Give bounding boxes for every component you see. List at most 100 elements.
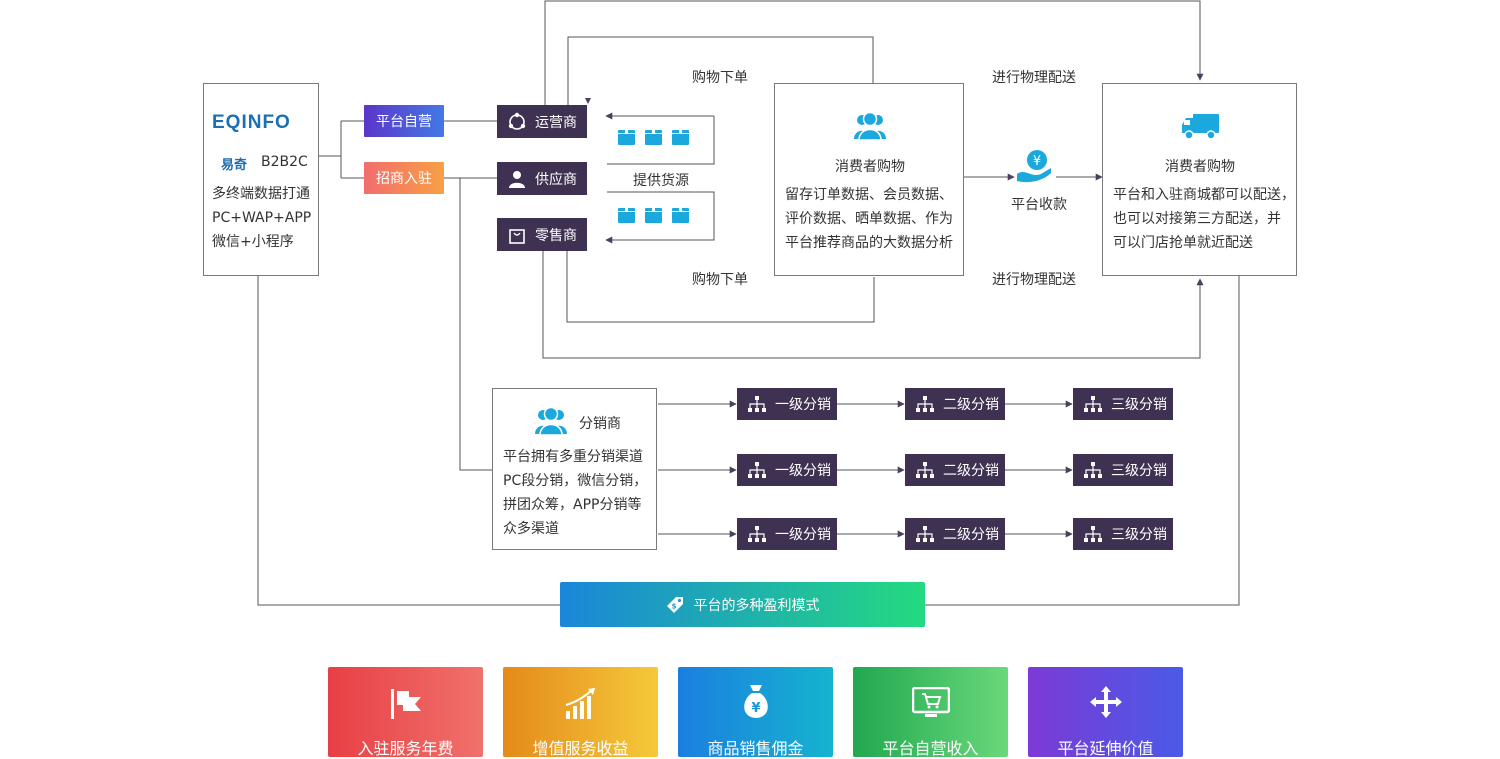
monitor-cart-icon [911,686,950,723]
consumer-center-title: 消费者购物 [835,159,905,175]
svg-text:¥: ¥ [751,701,760,716]
delivery-label-bottom: 进行物理配送 [992,272,1076,288]
person-icon [505,167,529,191]
box-icon [618,208,635,223]
description-line: 留存订单数据、会员数据、 [785,187,953,203]
expand-arrows-icon [1089,685,1123,723]
distribution-level-label: 一级分销 [775,397,831,413]
distribution-level-label: 三级分销 [1111,397,1167,413]
flag-icon [389,687,423,723]
box-icon [645,130,662,145]
svg-text:¥: ¥ [1033,154,1041,169]
delivery-label-top: 进行物理配送 [992,70,1076,86]
distribution-level-2[interactable]: 二级分销 [905,388,1005,420]
hierarchy-icon [745,392,769,416]
self-operated-pill[interactable]: 平台自营 [364,105,444,137]
box-icon [672,208,689,223]
cycle-icon [505,110,529,134]
description-line: PC段分销，微信分销， [503,473,648,489]
description-line: 平台和入驻商城都可以配送， [1113,187,1295,203]
hierarchy-icon [745,522,769,546]
hierarchy-icon [745,458,769,482]
profit-card-entry-fee[interactable]: 入驻服务年费 [328,667,483,758]
description-line: 也可以对接第三方配送，并 [1113,211,1281,227]
consumer-center-description: 留存订单数据、会员数据、 评价数据、晒单数据、作为 平台推荐商品的大数据分析 [785,183,953,255]
profit-banner[interactable]: $ 平台的多种盈利模式 [560,582,925,627]
consumer-right-title: 消费者购物 [1165,159,1235,175]
hierarchy-icon [913,392,937,416]
hierarchy-icon [1081,522,1105,546]
distribution-level-2[interactable]: 二级分销 [905,454,1005,486]
merchant-entry-pill[interactable]: 招商入驻 [364,162,444,194]
svg-text:$: $ [671,602,676,610]
description-line: 平台推荐商品的大数据分析 [785,235,953,251]
users-icon [853,111,887,145]
distribution-level-label: 三级分销 [1111,463,1167,479]
hierarchy-icon [913,458,937,482]
description-line: 众多渠道 [503,521,559,537]
shopping-bag-icon [505,223,529,247]
distributor-title: 分销商 [579,416,621,432]
distributor-box: 分销商 平台拥有多重分销渠道 PC段分销，微信分销， 拼团众筹，APP分销等 众… [492,388,657,550]
distribution-level-1[interactable]: 一级分销 [737,454,837,486]
profit-card-label: 平台延伸价值 [1057,739,1154,758]
distribution-level-label: 一级分销 [775,463,831,479]
brand-model: B2B2C [261,154,308,170]
description-line: 评价数据、晒单数据、作为 [785,211,953,227]
profit-card-extension[interactable]: 平台延伸价值 [1028,667,1183,758]
distribution-level-2[interactable]: 二级分销 [905,518,1005,550]
role-retailer-label: 零售商 [535,227,577,244]
money-bag-icon: ¥ [740,683,772,723]
profit-card-label: 增值服务收益 [532,739,629,758]
profit-card-label: 平台自营收入 [882,739,979,758]
distribution-level-label: 二级分销 [943,463,999,479]
profit-card-self-operated[interactable]: 平台自营收入 [853,667,1008,758]
order-label-bottom: 购物下单 [692,272,748,288]
price-tag-icon: $ [666,596,684,614]
consumer-right-description: 平台和入驻商城都可以配送， 也可以对接第三方配送，并 可以门店抢单就近配送 [1113,183,1295,255]
description-line: 拼团众筹，APP分销等 [503,497,642,513]
consumer-right-box: 消费者购物 平台和入驻商城都可以配送， 也可以对接第三方配送，并 可以门店抢单就… [1102,83,1297,276]
consumer-center-box: 消费者购物 留存订单数据、会员数据、 评价数据、晒单数据、作为 平台推荐商品的大… [774,83,964,276]
box-icon [618,130,635,145]
role-operator-label: 运营商 [535,114,577,131]
brand-line: 多终端数据打通 [212,186,310,202]
box-icon [645,208,662,223]
brand-line: PC+WAP+APP [212,210,312,226]
brand-description: 多终端数据打通 PC+WAP+APP 微信+小程序 [212,182,311,254]
role-retailer[interactable]: 零售商 [497,218,587,251]
distribution-level-3[interactable]: 三级分销 [1073,454,1173,486]
brand-sub-name: 易奇 [221,158,248,173]
profit-card-value-added[interactable]: 增值服务收益 [503,667,658,758]
distribution-level-label: 三级分销 [1111,527,1167,543]
profit-card-commission[interactable]: ¥ 商品销售佣金 [678,667,833,758]
profit-card-label: 商品销售佣金 [707,739,804,758]
hierarchy-icon [1081,458,1105,482]
distribution-level-1[interactable]: 一级分销 [737,388,837,420]
order-label-top: 购物下单 [692,70,748,86]
distributor-description: 平台拥有多重分销渠道 PC段分销，微信分销， 拼团众筹，APP分销等 众多渠道 [503,445,647,541]
description-line: 可以门店抢单就近配送 [1113,235,1253,251]
role-supplier[interactable]: 供应商 [497,162,587,195]
distribution-level-label: 一级分销 [775,527,831,543]
payment-hand-icon: ¥ [1015,148,1055,184]
brand-box: EQINFO 易奇 B2B2C 多终端数据打通 PC+WAP+APP 微信+小程… [203,83,319,276]
hierarchy-icon [913,522,937,546]
distribution-level-1[interactable]: 一级分销 [737,518,837,550]
distribution-level-label: 二级分销 [943,397,999,413]
hierarchy-icon [1081,392,1105,416]
payment-label: 平台收款 [1011,197,1067,213]
distribution-level-3[interactable]: 三级分销 [1073,518,1173,550]
distribution-level-label: 二级分销 [943,527,999,543]
supply-label: 提供货源 [633,173,689,189]
brand-line: 微信+小程序 [212,234,294,250]
description-line: 平台拥有多重分销渠道 [503,449,643,465]
profit-card-label: 入驻服务年费 [357,739,454,758]
role-operator[interactable]: 运营商 [497,105,587,138]
truck-icon [1181,111,1221,145]
profit-banner-label: 平台的多种盈利模式 [693,597,820,614]
growth-chart-icon [564,687,598,723]
distribution-level-3[interactable]: 三级分销 [1073,388,1173,420]
box-icon [672,130,689,145]
